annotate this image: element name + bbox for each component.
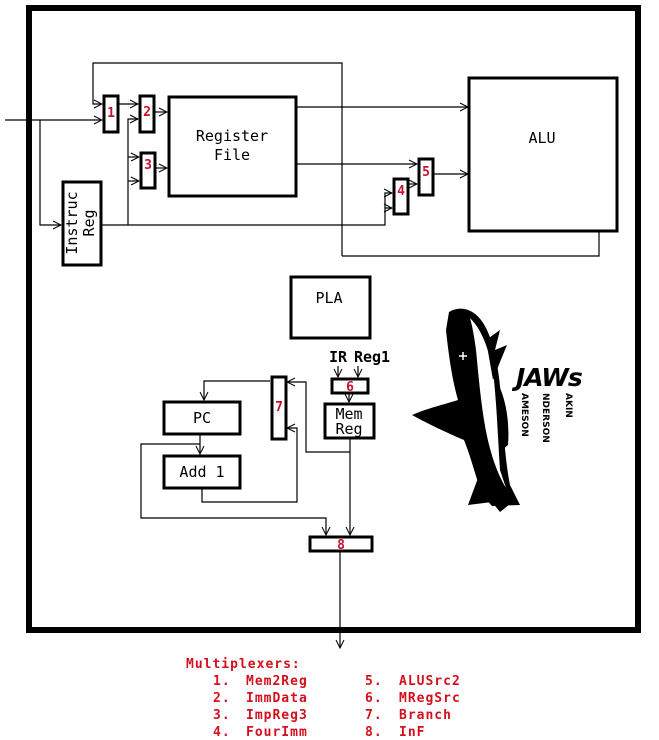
pc-label: PC (193, 409, 211, 427)
pla: PLA (289, 275, 372, 340)
legend-item-2-name: ImmData (246, 691, 308, 706)
legend-item-8-num: 8. (365, 725, 383, 740)
mux-6-label: 6 (346, 380, 354, 395)
mux-1-label: 1 (107, 106, 115, 121)
alu: ALU (467, 76, 619, 233)
mux-5-label: 5 (422, 165, 430, 180)
author-nderson: NDERSON (540, 393, 550, 443)
legend-item-1-name: Mem2Reg (246, 674, 308, 689)
pla-label: PLA (315, 289, 342, 307)
mux6-input-ir-label: IR (329, 348, 348, 366)
mux-2-label: 2 (143, 105, 151, 120)
legend-item-8-name: InF (399, 725, 425, 740)
mux-5: 5 (417, 157, 435, 197)
mux-4-label: 4 (397, 184, 405, 199)
wires (5, 62, 600, 648)
wire-ir-to-mux2 (127, 119, 138, 225)
legend-item-5-name: ALUSrc2 (399, 674, 461, 689)
mux-4: 4 (392, 177, 410, 216)
wire-ir-to-mux4-upper (385, 193, 392, 208)
mem-reg: Mem Reg (323, 402, 376, 440)
adder-label: Add 1 (179, 463, 224, 481)
wire-add1-to-mux7 (201, 428, 298, 503)
register-file-label-2: File (214, 146, 250, 164)
author-ameson: AMESON (519, 393, 529, 437)
mux-3-label: 3 (144, 158, 152, 173)
instruc-reg-label-1: Instruc (63, 191, 81, 254)
mux-2: 2 (138, 94, 156, 134)
legend-item-4-name: FourImm (246, 725, 308, 740)
adder: Add 1 (162, 454, 242, 490)
author-akin: AKIN (563, 393, 573, 418)
wire-alu-output (342, 232, 600, 257)
mux-3: 3 (139, 151, 157, 190)
wire-ir-to-mux4 (102, 208, 392, 226)
register-file: Register File (167, 95, 298, 198)
legend-item-6-num: 6. (365, 691, 383, 706)
wire-memreg-to-mux7 (287, 382, 350, 453)
mux-8-label: 8 (337, 538, 345, 553)
legend-item-4-num: 4. (213, 725, 231, 740)
legend-item-7-num: 7. (365, 708, 383, 723)
wire-input-to-instruc-reg (39, 120, 61, 225)
mux-7: 7 (270, 375, 288, 441)
legend-item-7-name: Branch (399, 708, 452, 723)
mux-1: 1 (102, 94, 120, 134)
legend-item-2-num: 2. (213, 691, 231, 706)
mux-6: 6 (330, 377, 370, 395)
wire-pc-to-mux8 (140, 443, 326, 535)
jaws-logo: JAWs AMESON NDERSON AKIN (412, 308, 583, 512)
legend-item-6-name: MRegSrc (399, 691, 461, 706)
legend-title: Multiplexers: (186, 657, 301, 672)
mux-7-label: 7 (275, 400, 283, 415)
legend-item-3-num: 3. (213, 708, 231, 723)
legend-item-3-name: ImpReg3 (246, 708, 308, 723)
legend-item-1-num: 1. (213, 674, 231, 689)
legend-item-5-num: 5. (365, 674, 383, 689)
mux6-input-reg1-label: Reg1 (354, 348, 390, 366)
mem-reg-label-1: Mem (335, 405, 362, 423)
pc: PC (162, 400, 242, 436)
outer-frame (26, 5, 641, 633)
mux-legend: Multiplexers: 1. Mem2Reg 2. ImmData 3. I… (186, 657, 461, 740)
jaws-logo-authors: AMESON NDERSON AKIN (519, 393, 573, 443)
wire-feedback-to-mux1 (92, 62, 343, 256)
wire-mux7-to-pc (204, 380, 270, 400)
alu-label: ALU (528, 129, 555, 147)
shark-icon (412, 308, 520, 512)
mem-reg-label-2: Reg (335, 420, 362, 438)
register-file-label-1: Register (196, 127, 268, 145)
mux-8: 8 (308, 535, 374, 553)
instruc-reg-label-2: Reg (80, 209, 98, 236)
jaws-logo-title: JAWs (511, 363, 582, 392)
instruction-register: Instruc Reg (61, 180, 103, 267)
